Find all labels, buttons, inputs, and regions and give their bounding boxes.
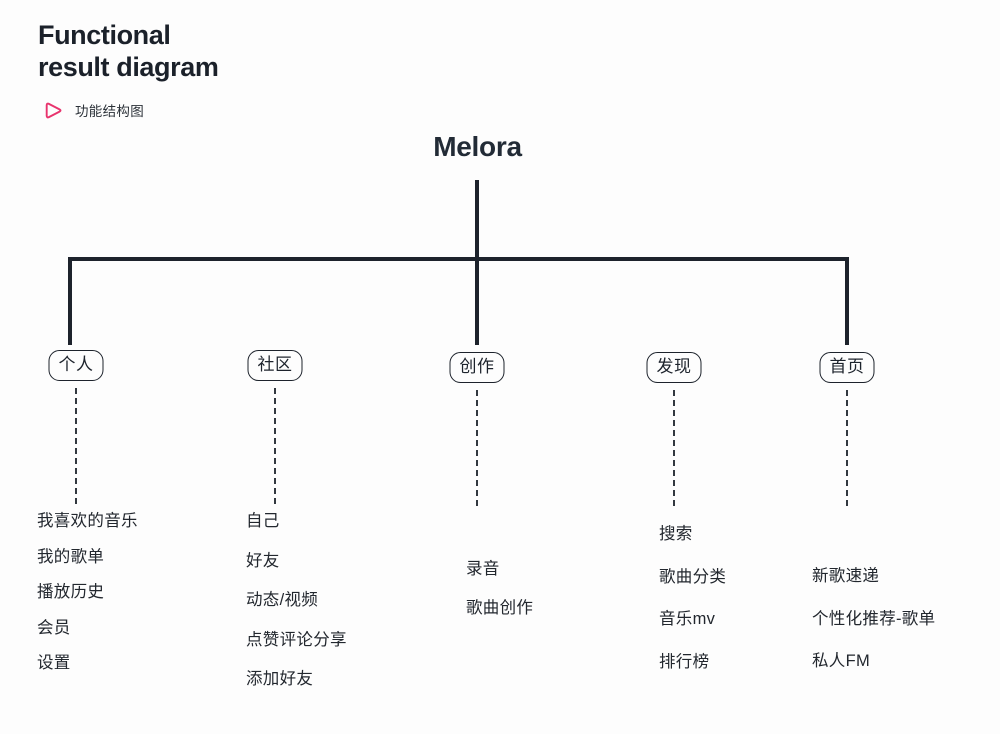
root-vertical-connector xyxy=(475,180,479,345)
leaf-list-1: 自己 好友 动态/视频 点赞评论分享 添加好友 xyxy=(246,513,347,711)
leaf-item[interactable]: 点赞评论分享 xyxy=(246,630,347,649)
leaf-item[interactable]: 添加好友 xyxy=(246,670,314,688)
leaf-item[interactable]: 好友 xyxy=(246,551,280,570)
leaf-item[interactable]: 音乐mv xyxy=(659,610,716,628)
leaf-list-2: 录音 歌曲创作 xyxy=(466,561,533,638)
leaf-item[interactable]: 会员 xyxy=(37,618,71,637)
leaf-item[interactable]: 私人FM xyxy=(812,652,871,670)
leaf-list-0: 我喜欢的音乐 我的歌单 播放历史 会员 设置 xyxy=(37,513,138,691)
leaf-item[interactable]: 排行榜 xyxy=(659,652,710,671)
horizontal-bus-connector xyxy=(68,257,849,261)
leaf-item[interactable]: 搜索 xyxy=(659,525,693,543)
leaf-list-3: 搜索 歌曲分类 音乐mv 排行榜 xyxy=(659,526,726,696)
branch-dashed-connector-2 xyxy=(476,390,478,506)
page-title: Functional result diagram xyxy=(38,20,219,82)
leaf-item[interactable]: 录音 xyxy=(466,560,500,578)
leaf-item[interactable]: 我的歌单 xyxy=(37,547,105,566)
header: Functional result diagram 功能结构图 xyxy=(38,20,458,120)
branch-node-0[interactable]: 个人 xyxy=(48,350,104,381)
leaf-item[interactable]: 歌曲创作 xyxy=(466,598,534,617)
play-triangle-icon xyxy=(45,102,62,119)
branch-dashed-connector-1 xyxy=(274,388,276,504)
leaf-item[interactable]: 我喜欢的音乐 xyxy=(37,512,138,530)
left-leg-connector xyxy=(68,257,72,345)
branch-node-3[interactable]: 发现 xyxy=(646,352,702,383)
branch-node-2[interactable]: 创作 xyxy=(449,352,505,383)
leaf-list-4: 新歌速递 个性化推荐-歌单 私人FM xyxy=(812,568,935,696)
subtitle-text: 功能结构图 xyxy=(75,104,144,120)
right-leg-connector xyxy=(845,257,849,345)
root-node-label: Melora xyxy=(433,131,522,162)
branch-dashed-connector-4 xyxy=(846,390,848,506)
leaf-item[interactable]: 新歌速递 xyxy=(812,567,880,585)
branch-node-4[interactable]: 首页 xyxy=(819,352,875,383)
leaf-item[interactable]: 自己 xyxy=(246,512,280,530)
branch-dashed-connector-3 xyxy=(673,390,675,506)
leaf-item[interactable]: 歌曲分类 xyxy=(659,567,727,586)
leaf-item[interactable]: 动态/视频 xyxy=(246,591,319,609)
leaf-item[interactable]: 播放历史 xyxy=(37,583,105,601)
branch-dashed-connector-0 xyxy=(75,388,77,504)
branch-node-1[interactable]: 社区 xyxy=(247,350,303,381)
leaf-item[interactable]: 设置 xyxy=(37,654,71,672)
leaf-item[interactable]: 个性化推荐-歌单 xyxy=(812,609,936,628)
subtitle-row: 功能结构图 xyxy=(44,100,458,120)
